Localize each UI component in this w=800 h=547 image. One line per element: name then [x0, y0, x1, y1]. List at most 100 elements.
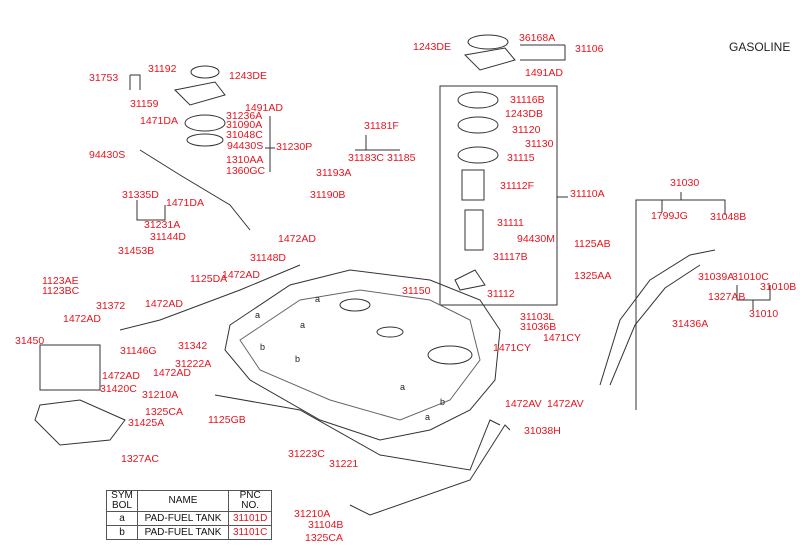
symbol-cell: b: [106, 525, 138, 540]
pnc-cell[interactable]: 31101C: [227, 525, 273, 540]
part-number-label[interactable]: 1471DA: [166, 197, 204, 209]
part-number-label[interactable]: 1125DA: [190, 273, 228, 285]
part-number-label[interactable]: 1799JG: [651, 210, 688, 222]
part-number-label[interactable]: 31183C: [348, 152, 385, 164]
part-number-label[interactable]: 31193A: [316, 167, 352, 179]
table-row: a PAD-FUEL TANK 31101D: [106, 511, 273, 526]
part-number-label[interactable]: 1471DA: [140, 115, 178, 127]
canister-bracket-shape: [34, 399, 126, 446]
part-number-label[interactable]: 1471CY: [493, 342, 531, 354]
part-number-label[interactable]: 31231A: [144, 219, 181, 231]
part-number-label[interactable]: 31230P: [276, 141, 313, 153]
name-cell: PAD-FUEL TANK: [137, 511, 229, 526]
tank-pad-marker: a: [400, 382, 405, 392]
part-number-label[interactable]: 1243DB: [505, 108, 543, 120]
part-number-label[interactable]: 94430S: [89, 149, 126, 161]
part-number-label[interactable]: 31335D: [122, 189, 159, 201]
part-number-label[interactable]: 31420C: [100, 383, 137, 395]
part-number-label[interactable]: 31150: [402, 285, 431, 297]
part-number-label[interactable]: 31117B: [493, 251, 528, 263]
part-number-label[interactable]: 1491AD: [525, 67, 563, 79]
part-number-label[interactable]: 31039A: [698, 271, 735, 283]
part-number-label[interactable]: 1360GC: [226, 165, 266, 177]
part-number-label[interactable]: 31210A: [294, 508, 331, 520]
part-number-label[interactable]: 31753: [89, 72, 119, 84]
fuel-tank-outline: [224, 269, 501, 441]
part-number-label[interactable]: 1243DE: [413, 41, 451, 53]
pnc-cell[interactable]: 31101D: [227, 511, 273, 526]
engine-type-title: GASOLINE: [729, 40, 791, 54]
filler-neck-pipe: [599, 249, 716, 386]
part-number-label[interactable]: 36168A: [519, 32, 556, 44]
part-number-label[interactable]: 31342: [178, 340, 208, 352]
tank-pad-marker: a: [255, 310, 260, 320]
part-number-label[interactable]: 1327AB: [708, 291, 746, 303]
part-number-label[interactable]: 31112F: [500, 180, 535, 192]
part-number-label[interactable]: 31111: [497, 217, 524, 229]
part-number-label[interactable]: 1123AE: [42, 275, 79, 287]
part-number-label[interactable]: 31425A: [128, 417, 165, 429]
part-number-label[interactable]: 31223C: [288, 448, 325, 460]
part-number-label[interactable]: 31010C: [732, 271, 769, 283]
part-number-label[interactable]: 1310AA: [226, 154, 264, 166]
part-number-label[interactable]: 31192: [148, 63, 177, 75]
part-number-label[interactable]: 1243DE: [229, 70, 267, 82]
part-number-label[interactable]: 1472AV: [547, 398, 584, 410]
part-number-label[interactable]: 31372: [96, 300, 126, 312]
part-number-label[interactable]: 31185: [387, 152, 416, 164]
part-number-label[interactable]: 31221: [329, 458, 359, 470]
part-number-label[interactable]: 1123BC: [42, 285, 80, 297]
part-number-label[interactable]: 31116B: [510, 94, 545, 106]
part-number-label[interactable]: 1491AD: [245, 102, 283, 114]
part-number-label[interactable]: 1472AD: [278, 233, 316, 245]
part-number-label[interactable]: 1125GB: [208, 414, 246, 426]
part-number-label[interactable]: 31104B: [308, 519, 344, 531]
part-number-label[interactable]: 31190B: [310, 189, 346, 201]
part-number-label[interactable]: 31115: [507, 152, 535, 164]
part-number-label[interactable]: 1471CY: [543, 332, 581, 344]
part-number-label[interactable]: 31144D: [150, 231, 187, 243]
part-number-label[interactable]: 31030: [670, 177, 700, 189]
part-number-label[interactable]: 1325CA: [305, 532, 343, 544]
pump-assembly-box: [439, 85, 558, 306]
part-number-label[interactable]: 31103L: [520, 311, 555, 323]
part-number-label[interactable]: 31453B: [118, 245, 155, 257]
part-number-label[interactable]: 1125AB: [574, 238, 611, 250]
part-number-label[interactable]: 31010: [749, 308, 779, 320]
part-number-label[interactable]: 31146G: [120, 345, 157, 357]
part-number-label[interactable]: 31038H: [524, 425, 561, 437]
part-number-label[interactable]: 31120: [512, 124, 541, 136]
part-number-label[interactable]: 31036B: [520, 321, 557, 333]
part-number-label[interactable]: 31130: [525, 138, 554, 150]
part-number-label[interactable]: 31181F: [364, 120, 399, 132]
tank-pad-marker: b: [295, 354, 300, 364]
part-number-label[interactable]: 1325CA: [145, 406, 183, 418]
part-number-label[interactable]: 31436A: [672, 318, 709, 330]
symbol-table: SYM BOL NAME PNC NO. a PAD-FUEL TANK 311…: [106, 490, 273, 540]
part-number-label[interactable]: 94430S: [227, 140, 264, 152]
part-number-label[interactable]: 31048C: [226, 129, 263, 141]
part-number-label[interactable]: 31048B: [710, 211, 747, 223]
part-number-label[interactable]: 31222A: [175, 358, 212, 370]
part-number-label[interactable]: 1472AV: [505, 398, 542, 410]
part-number-label[interactable]: 1472AD: [153, 367, 191, 379]
part-number-label[interactable]: 1472AD: [63, 313, 101, 325]
part-number-label[interactable]: 1472AD: [145, 298, 183, 310]
part-number-label[interactable]: 31450: [15, 335, 45, 347]
part-number-label[interactable]: 1472AD: [222, 269, 260, 281]
part-number-label[interactable]: 1327AC: [121, 453, 159, 465]
tank-pad-marker: a: [315, 294, 320, 304]
part-number-label[interactable]: 1325AA: [574, 270, 612, 282]
part-number-label[interactable]: 31112: [487, 288, 515, 300]
part-number-label[interactable]: 31210A: [142, 389, 179, 401]
part-number-label[interactable]: 94430M: [517, 233, 555, 245]
part-number-label[interactable]: 31106: [575, 43, 604, 55]
part-number-label[interactable]: 31090A: [226, 119, 263, 131]
part-number-label[interactable]: 1472AD: [102, 370, 140, 382]
part-number-label[interactable]: 31148D: [250, 252, 287, 264]
part-number-label[interactable]: 31110A: [570, 188, 605, 200]
part-number-label[interactable]: 31159: [130, 98, 159, 110]
part-number-label[interactable]: 31010B: [760, 281, 797, 293]
part-number-label[interactable]: 31236A: [226, 110, 263, 122]
